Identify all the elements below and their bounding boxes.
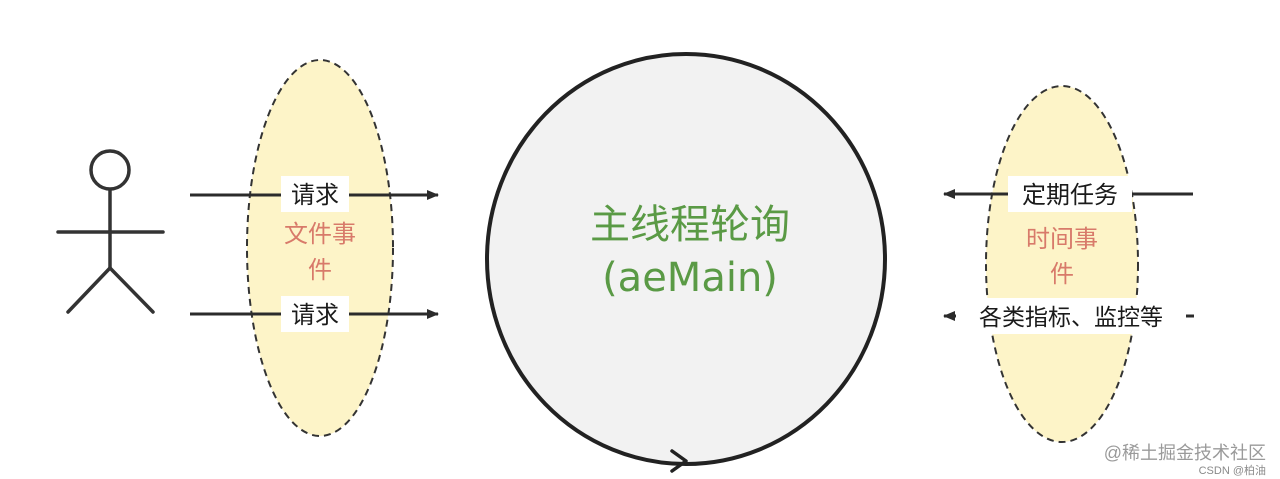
request-bottom-label: 请求 [291, 301, 339, 329]
loop-direction-chevron [670, 449, 688, 473]
metrics-label-bg [956, 298, 1186, 334]
main-loop-circle [485, 52, 887, 466]
file-events-ellipse [246, 59, 394, 437]
task-label: 定期任务 [1022, 181, 1118, 209]
main-loop-subtitle: (aeMain) [602, 255, 778, 301]
site-watermark: @稀土掘金技术社区 [1104, 443, 1266, 463]
file-events-label-line2: 件 [308, 256, 332, 284]
time-events-label-line2: 件 [1050, 260, 1074, 288]
main-loop-title: 主线程轮询 [590, 202, 790, 248]
metrics-label: 各类指标、监控等 [979, 305, 1163, 331]
task-label-bg [1008, 176, 1132, 212]
time-events-label-line1: 时间事 [1026, 225, 1098, 253]
request-top-label: 请求 [291, 181, 339, 209]
csdn-watermark: CSDN @柏油 [1199, 463, 1266, 477]
stick-figure-user-icon [56, 149, 165, 314]
file-events-label-line1: 文件事 [284, 220, 356, 248]
request-top-label-bg [281, 176, 349, 212]
time-events-ellipse [985, 85, 1139, 443]
request-bottom-label-bg [281, 296, 349, 332]
